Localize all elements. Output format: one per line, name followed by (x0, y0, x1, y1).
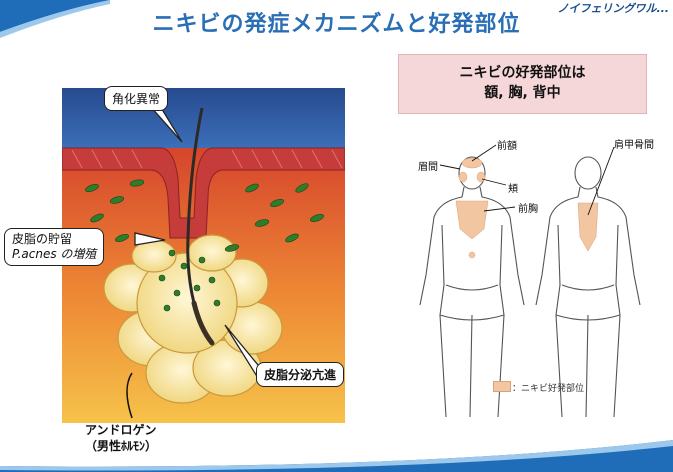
callout-sebum-secretion: 皮脂分泌亢進 (256, 362, 344, 387)
callout-sebum-retention-line1: 皮脂の貯留 (12, 232, 96, 247)
callout-sebum-retention: 皮脂の貯留 P.acnes の増殖 (4, 228, 104, 266)
sites-heading-line1: ニキビの好発部位は (399, 63, 646, 83)
back-body-figure (536, 157, 640, 417)
label-glabella: 眉間 (418, 158, 438, 173)
callout-sebum-retention-line2: P.acnes の増殖 (12, 247, 96, 262)
footer-swoosh (0, 440, 673, 472)
legend-label: ：ニキビ好発部位 (512, 381, 584, 394)
label-interscapular: 肩甲骨間 (614, 136, 654, 151)
label-chest: 前胸 (518, 200, 538, 215)
legend-swatch (493, 381, 511, 392)
sites-heading-line2: 額, 胸, 背中 (399, 83, 646, 103)
front-body-figure (420, 157, 524, 417)
callout-keratinization-label: 角化異常 (112, 92, 160, 106)
sites-heading-box: ニキビの好発部位は 額, 胸, 背中 (398, 54, 647, 114)
label-cheek: 頬 (508, 180, 518, 195)
label-forehead: 前額 (497, 137, 517, 152)
callout-keratinization: 角化異常 (104, 86, 168, 111)
androgen-line1: アンドロゲン (85, 422, 157, 438)
callout-sebum-secretion-label: 皮脂分泌亢進 (264, 368, 336, 382)
